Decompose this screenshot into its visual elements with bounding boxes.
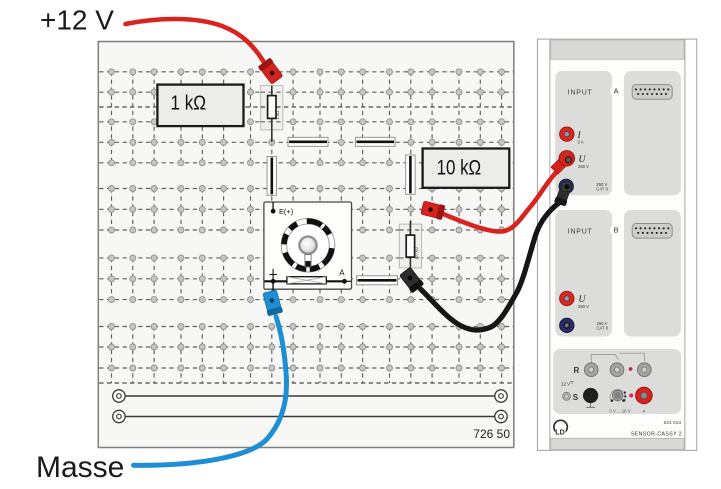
svg-text:R: R (574, 366, 580, 375)
svg-text:U: U (579, 295, 587, 305)
svg-text:E(+): E(+) (279, 207, 293, 216)
svg-text:250 V: 250 V (578, 164, 589, 169)
svg-text:A: A (339, 269, 345, 278)
svg-text:A: A (614, 87, 619, 96)
svg-text:524 013: 524 013 (664, 420, 682, 426)
svg-text:I: I (577, 131, 582, 141)
svg-text:CAT II: CAT II (597, 326, 608, 331)
svg-text:INPUT: INPUT (568, 90, 593, 97)
svg-text:U: U (579, 155, 587, 165)
svg-text:CAT II: CAT II (596, 187, 607, 192)
svg-text:+: + (642, 409, 645, 415)
svg-text:250 V: 250 V (597, 321, 608, 326)
svg-text:1 kΩ: 1 kΩ (171, 93, 207, 115)
svg-text:3 A: 3 A (578, 139, 584, 144)
svg-text:Masse: Masse (36, 451, 124, 484)
svg-text:SENSOR-CASSY 2: SENSOR-CASSY 2 (631, 431, 682, 437)
svg-text:INPUT: INPUT (568, 229, 593, 236)
svg-text:+12 V: +12 V (40, 5, 114, 36)
svg-text:B: B (614, 226, 619, 235)
svg-text:S: S (573, 393, 579, 402)
svg-text:12 V: 12 V (561, 381, 570, 386)
svg-text:10 kΩ: 10 kΩ (437, 156, 482, 179)
svg-text:250 V: 250 V (578, 304, 589, 309)
svg-text:726 50: 726 50 (473, 427, 510, 441)
svg-text:LD: LD (555, 428, 565, 437)
svg-text:1 kΩ: 1 kΩ (275, 111, 280, 120)
svg-text:10 kΩ: 10 kΩ (414, 247, 419, 258)
svg-text:0 V ... 16 V: 0 V ... 16 V (609, 408, 630, 413)
svg-text:250 V: 250 V (596, 182, 607, 187)
